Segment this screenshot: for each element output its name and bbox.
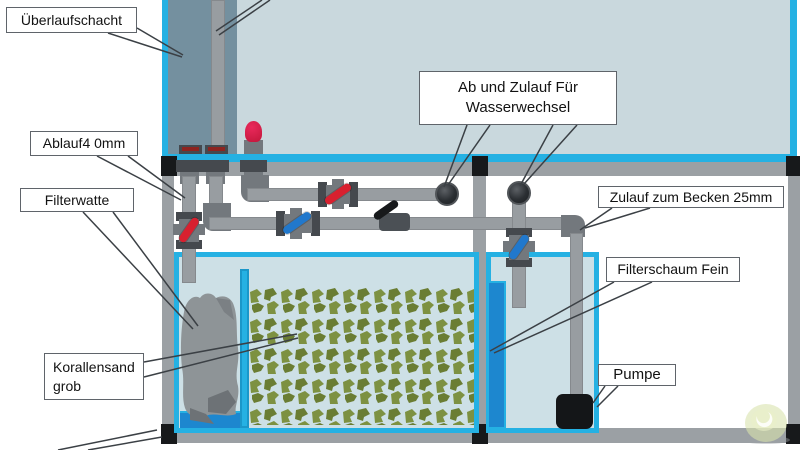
- aquarium-glass-right: [790, 0, 797, 162]
- korallensand-line1: Korallensand: [53, 358, 135, 375]
- aquarium-glass-left: [162, 0, 168, 162]
- overflow-standpipe: [211, 0, 225, 154]
- cabinet-post-left: [162, 176, 174, 428]
- red-valve-2-flange-left: [318, 182, 327, 207]
- corner-block-bottom-right: [786, 424, 800, 444]
- blue-valve-1-flange-left: [276, 211, 285, 236]
- bulkhead-flange-1: [176, 160, 203, 172]
- bulkhead-flange-2: [202, 160, 229, 172]
- overflow-shaft: [168, 0, 237, 154]
- callout-filterschaum-fein: Filterschaum Fein: [606, 257, 740, 282]
- lever-valve-body: [379, 213, 410, 231]
- filter-foam-panel: [487, 281, 506, 429]
- water-change-fill-port: [507, 181, 531, 205]
- corner-block-top-right: [786, 156, 800, 176]
- sump-divider-wall: [240, 269, 249, 428]
- bulkhead-gasket-1: [182, 147, 199, 151]
- water-change-drain-port: [435, 182, 459, 206]
- callout-korallensand-grob: Korallensand grob: [44, 353, 144, 400]
- blue-valve-2-flange-bottom: [506, 258, 532, 267]
- callout-ueberlaufschacht: Überlaufschacht: [6, 7, 137, 33]
- cabinet-post-right: [788, 176, 800, 428]
- blue-valve-2-flange-top: [506, 228, 532, 237]
- corner-block-top-left: [161, 156, 177, 176]
- wasserwechsel-line2: Wasserwechsel: [465, 99, 571, 116]
- callout-wasserwechsel: Ab und Zulauf Für Wasserwechsel: [419, 71, 617, 125]
- red-valve-2-flange-right: [349, 182, 358, 207]
- sump-main-tank: [174, 252, 479, 433]
- corner-block-bottom-left: [161, 424, 177, 444]
- wasserwechsel-line1: Ab und Zulauf Für: [457, 78, 579, 96]
- pump-riser-pipe: [570, 233, 583, 396]
- callout-ablauf-40mm: Ablauf4 0mm: [30, 131, 138, 156]
- callout-pumpe: Pumpe: [598, 364, 676, 386]
- bulkhead-flange-3: [240, 160, 267, 172]
- blue-valve-1-flange-right: [311, 211, 320, 236]
- inlet-fitting: [244, 140, 263, 154]
- inlet-red-cap: [245, 121, 262, 142]
- pump: [556, 394, 593, 429]
- callout-filterwatte: Filterwatte: [20, 188, 134, 212]
- callout-zulauf-becken: Zulauf zum Becken 25mm: [598, 186, 784, 208]
- corner-block-top-middle: [472, 156, 488, 176]
- sump-water-level-strip: [180, 411, 241, 428]
- return-elbow: [561, 215, 585, 237]
- bulkhead-gasket-2: [208, 147, 225, 151]
- korallensand-line2: grob: [53, 377, 82, 394]
